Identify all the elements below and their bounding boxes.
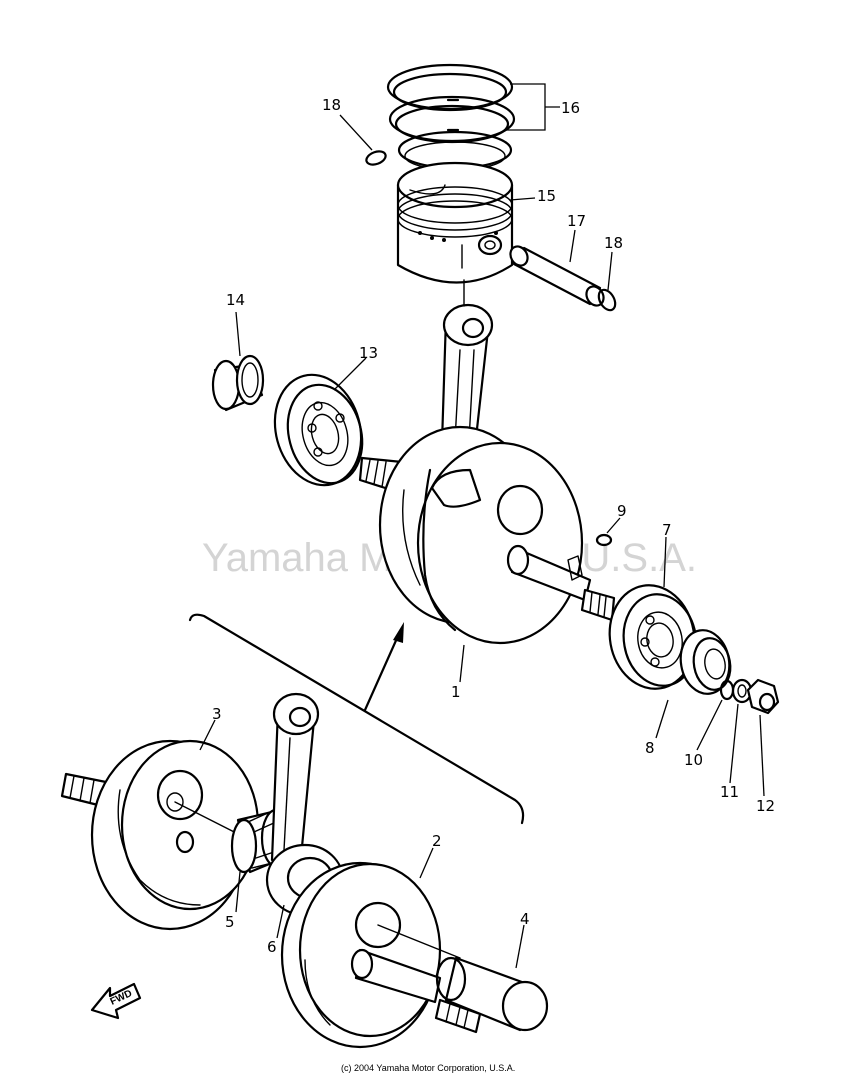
crank-web-left	[60, 739, 260, 931]
needle-bearing-bush	[211, 354, 265, 412]
crank-pin	[377, 924, 549, 1032]
piston-rings	[386, 63, 516, 171]
callout-numbers: 1 2 3 4 5 6 7 8 9 10 11 12 13 14 15 16 1…	[212, 96, 775, 956]
callout-16: 16	[561, 99, 580, 117]
circlip-right	[597, 288, 617, 312]
callout-12: 12	[756, 797, 775, 815]
callout-18-right: 18	[604, 234, 623, 252]
callout-9: 9	[617, 502, 627, 520]
callout-1: 1	[451, 683, 461, 701]
bearing-left	[273, 373, 364, 487]
leader-lines	[199, 83, 765, 969]
callout-11: 11	[720, 783, 739, 801]
callout-8: 8	[645, 739, 655, 757]
callout-14: 14	[226, 291, 245, 309]
piston-pin	[509, 245, 605, 307]
copyright-notice: (c) 2004 Yamaha Motor Corporation, U.S.A…	[341, 1063, 515, 1073]
callout-7: 7	[662, 521, 672, 539]
callout-13: 13	[359, 344, 378, 362]
washer-plain	[719, 679, 735, 701]
callout-10: 10	[684, 751, 703, 769]
callout-3: 3	[212, 705, 222, 723]
callout-6: 6	[267, 938, 277, 956]
piston	[396, 161, 514, 284]
callout-18-left: 18	[322, 96, 341, 114]
forward-direction-arrow: FWD	[90, 982, 142, 1020]
nut	[746, 678, 780, 715]
crankshaft-assembly	[358, 425, 616, 645]
crank-web-right	[280, 861, 482, 1049]
oil-seal	[679, 629, 732, 695]
callout-2: 2	[432, 832, 442, 850]
callout-4: 4	[520, 910, 530, 928]
callout-5: 5	[225, 913, 235, 931]
callout-17: 17	[567, 212, 586, 230]
connecting-rod	[265, 692, 345, 917]
sub-assembly-bracket	[188, 613, 525, 825]
callout-15: 15	[537, 187, 556, 205]
circlip-left	[365, 150, 387, 166]
woodruff-key	[595, 533, 613, 547]
